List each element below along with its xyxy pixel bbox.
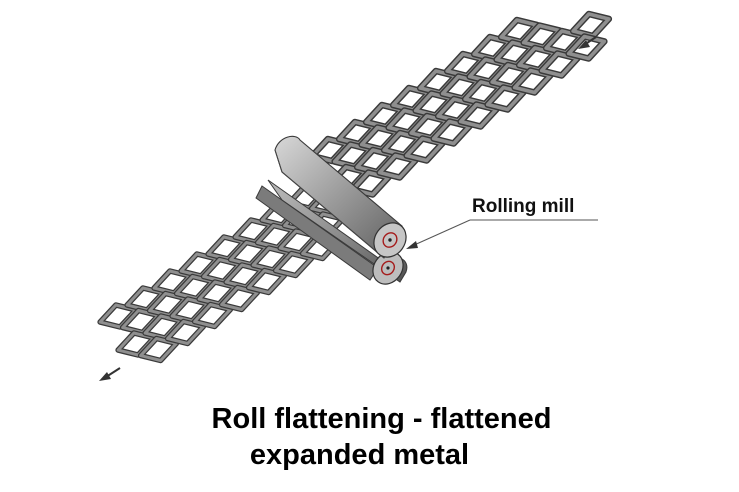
raised-expanded-metal-mesh bbox=[308, 10, 613, 198]
figure-caption: Roll flattening - flattened expanded met… bbox=[0, 401, 739, 473]
callout-leader bbox=[406, 219, 598, 249]
upper-roller bbox=[274, 135, 407, 259]
mesh-strand-face bbox=[566, 34, 607, 61]
rolling-mill bbox=[255, 135, 408, 285]
exit-direction-arrow-icon bbox=[99, 367, 121, 381]
feed-direction-arrow-icon bbox=[578, 36, 597, 49]
rolling-mill-label: Rolling mill bbox=[472, 196, 575, 217]
caption-line-2: expanded metal bbox=[249, 439, 470, 471]
caption-line-1: Roll flattening - flattened bbox=[211, 403, 552, 435]
